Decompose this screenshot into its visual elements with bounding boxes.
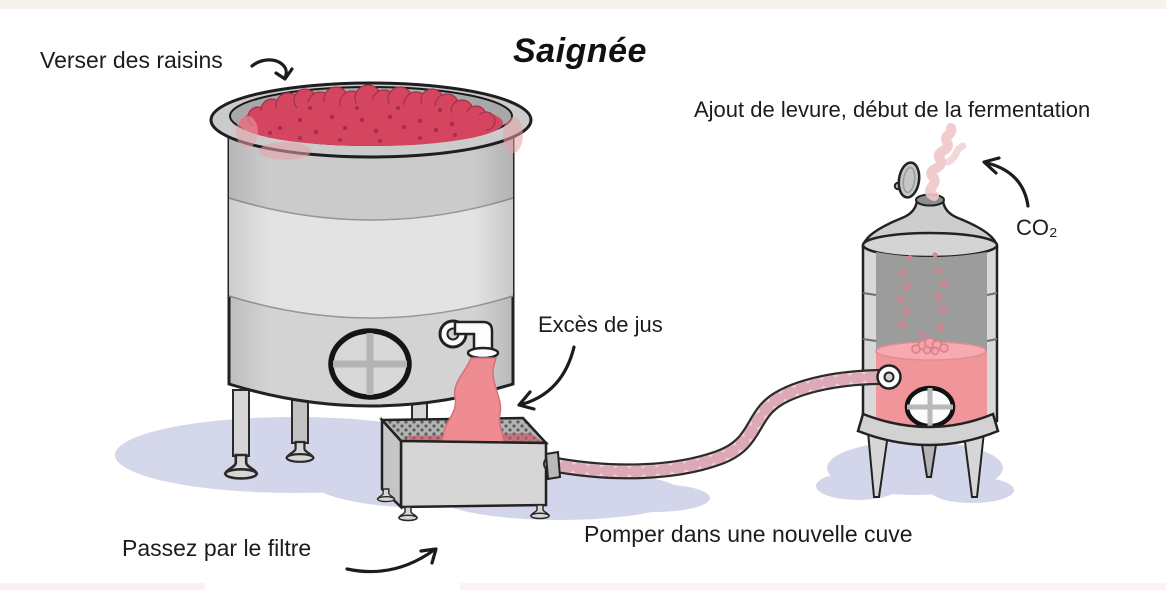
grape-vat — [209, 81, 533, 480]
filter-box-front — [399, 439, 548, 509]
hose-inlet — [876, 364, 902, 390]
vat-porthole — [328, 328, 412, 400]
arrow-pour-grapes — [250, 58, 294, 81]
bottom-strip-left — [0, 583, 205, 590]
tank-lid — [893, 161, 921, 199]
hose-ribs — [545, 371, 884, 478]
vat-leg-left — [224, 389, 258, 480]
fermentation-tank — [856, 123, 1000, 498]
grape-texture-dots — [268, 106, 457, 143]
top-strip — [0, 0, 1166, 9]
label-pump: Pomper dans une nouvelle cuve — [584, 521, 913, 547]
label-add-yeast: Ajout de levure, début de la fermentatio… — [694, 97, 1091, 122]
tank-band-seams — [862, 292, 998, 342]
arrow-filter — [345, 547, 438, 574]
bottom-strip-right — [460, 583, 1166, 590]
surface-foam — [911, 337, 949, 356]
rim-pink-haze — [236, 116, 523, 160]
tank-skirt — [856, 412, 1000, 447]
label-co2: CO₂ — [1016, 215, 1058, 240]
arrow-excess-juice — [517, 345, 576, 411]
label-excess-juice: Excès de jus — [538, 312, 663, 337]
label-filter: Passez par le filtre — [122, 535, 312, 561]
hose-connector — [544, 450, 562, 481]
filter-box-side — [380, 416, 403, 510]
page-title: Saignée — [513, 32, 647, 70]
tap-valve — [438, 319, 500, 360]
arrow-co2 — [982, 156, 1030, 208]
co2-smoke — [924, 123, 967, 201]
fermentation-bubbles — [897, 252, 948, 338]
pump-hose — [543, 369, 886, 480]
label-pour-grapes: Verser des raisins — [40, 47, 223, 73]
tank-porthole — [904, 385, 956, 429]
grapes — [239, 84, 503, 146]
filter-box — [376, 357, 550, 522]
